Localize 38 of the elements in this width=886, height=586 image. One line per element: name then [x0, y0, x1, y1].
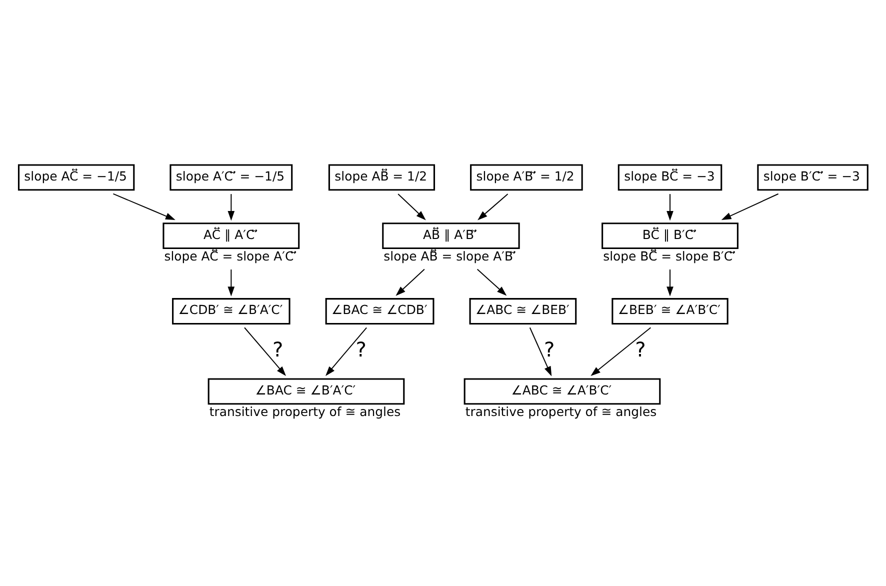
arrow	[478, 194, 508, 220]
node-box: slope B′C′⃡ = −3	[757, 164, 868, 191]
node-box: AC⃡ ∥ A′C′⃡	[162, 222, 300, 250]
arrow	[396, 268, 425, 296]
node-label: transitive property of ≅ angles	[465, 404, 657, 420]
arrow	[228, 269, 235, 296]
node-box: ∠BEB′ ≅ ∠A′B′C′	[612, 298, 728, 325]
arrow	[666, 194, 674, 221]
edge-label: ?	[356, 337, 366, 362]
edge-label: ?	[272, 337, 284, 362]
node-box: ∠ABC ≅ ∠BEB′	[469, 298, 577, 325]
node-box: slope A′B′⃡ = 1/2	[470, 164, 583, 191]
node-label: slope AB⃡ = slope A′B′⃡	[384, 248, 516, 264]
node-label: slope BC⃡ = slope B′C′⃡	[603, 248, 736, 264]
node-label: slope AC⃡ = slope A′C′⃡	[164, 248, 296, 264]
arrow	[666, 269, 674, 296]
arrow	[529, 327, 552, 376]
arrow	[477, 268, 507, 296]
node-box: slope BC⃡ = −3	[618, 164, 722, 191]
node-box: ∠ABC ≅ ∠A′B′C′	[464, 378, 661, 405]
node-box: ∠BAC ≅ ∠CDB′	[325, 298, 434, 325]
node-box: slope AC⃡ = −1/5	[18, 164, 135, 191]
arrow	[113, 193, 176, 220]
node-label: transitive property of ≅ angles	[209, 404, 401, 420]
arrow	[228, 194, 235, 221]
arrow	[244, 327, 286, 376]
arrow	[398, 194, 426, 220]
edge-label: ?	[635, 337, 646, 362]
node-box: slope A′C′⃡ = −1/5	[170, 164, 293, 191]
edge-label: ?	[544, 337, 555, 362]
node-box: ∠CDB′ ≅ ∠B′A′C′	[172, 298, 290, 325]
node-box: BC⃡ ∥ B′C′⃡	[602, 222, 738, 250]
arrow	[590, 327, 651, 376]
arrow	[326, 327, 367, 376]
node-box: slope AB⃡ = 1/2	[328, 164, 436, 191]
arrow	[721, 193, 778, 220]
node-box: AB⃡ ∥ A′B′⃡	[382, 222, 520, 250]
node-box: ∠BAC ≅ ∠B′A′C′	[208, 378, 405, 405]
